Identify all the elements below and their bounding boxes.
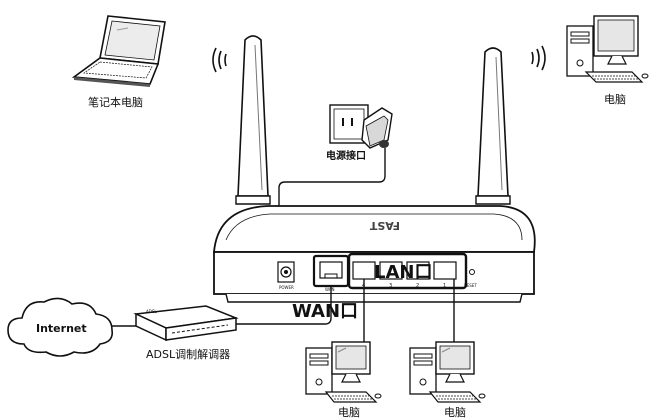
laptop-icon	[71, 15, 166, 87]
power-jack-icon	[277, 261, 295, 283]
svg-text:FAST: FAST	[369, 219, 400, 232]
lan-port-3-icon	[379, 261, 403, 280]
power-jack-label: POWER	[279, 285, 294, 290]
lan-number-1: 1	[443, 283, 446, 289]
power-adapter-icon	[361, 107, 393, 149]
pc-bottom-right-label: 电脑	[444, 406, 466, 419]
adsl-modem-icon: ADSL	[133, 305, 239, 342]
adsl-modem-label: ADSL调制解调器	[146, 347, 230, 361]
pc-bottom-left-icon	[305, 341, 382, 403]
lan-port-4-icon	[352, 261, 376, 280]
antenna-right-icon	[475, 47, 511, 205]
pc-bottom-right-icon	[409, 341, 486, 403]
wan-cable	[235, 286, 332, 325]
pc-bottom-left-label: 电脑	[338, 406, 360, 419]
modem-small-label: ADSL	[146, 309, 157, 314]
power-cable	[278, 148, 386, 226]
laptop-label: 笔记本电脑	[88, 95, 143, 109]
internet-cloud-icon	[7, 297, 114, 357]
internet-label: Internet	[36, 322, 87, 335]
lan-number-3: 3	[389, 283, 392, 289]
wan-port-icon	[312, 254, 350, 288]
lan-port-label: LAN口	[374, 262, 432, 283]
lan-number-2: 2	[416, 283, 419, 289]
antenna-left-icon	[235, 35, 271, 205]
wifi-waves-right-icon	[531, 45, 546, 71]
lan-port-1-icon	[433, 261, 457, 280]
reset-label: RESET	[464, 283, 477, 288]
wifi-waves-left-icon	[212, 47, 227, 73]
lan-port-2-icon	[406, 261, 430, 280]
wan-port-small-label: WAN	[325, 287, 334, 292]
pc-top-right-label: 电脑	[604, 93, 626, 106]
wan-port-label: WAN口	[292, 301, 358, 322]
lan-ports-group	[347, 252, 468, 290]
pc-top-right-icon	[566, 15, 649, 83]
reset-button-icon	[469, 269, 475, 275]
power-socket-label: 电源接口	[326, 149, 366, 162]
power-socket-icon	[329, 104, 369, 144]
